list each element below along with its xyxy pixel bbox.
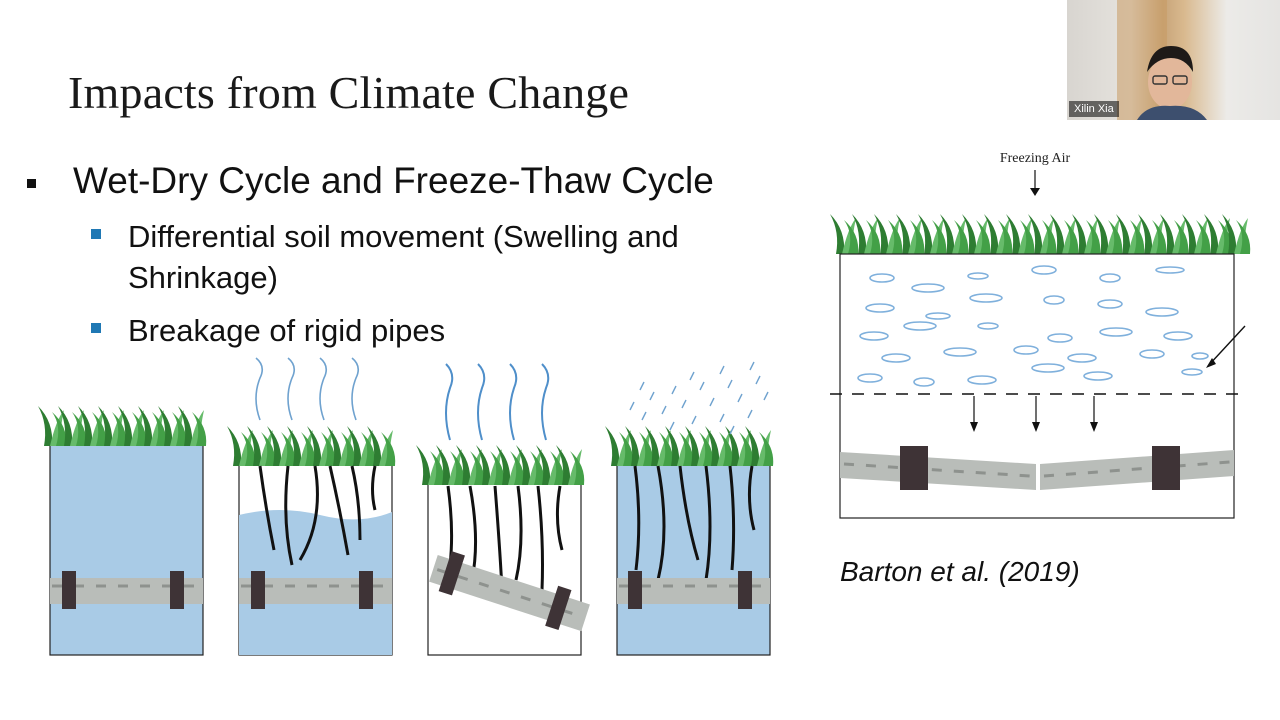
participant-video-tile[interactable]: Xilin Xia bbox=[1067, 0, 1280, 120]
arrow-down-icon bbox=[1030, 188, 1040, 196]
grass-strip bbox=[38, 406, 207, 446]
citation: Barton et al. (2019) bbox=[840, 556, 1080, 587]
evaporation-arrows bbox=[255, 357, 360, 421]
soil-panel-4-rewetting bbox=[605, 361, 774, 656]
soil-panel-1-saturated bbox=[38, 406, 207, 656]
sub-bullet-text: Breakage of rigid pipes bbox=[128, 313, 446, 348]
swelling-cracks bbox=[633, 465, 756, 581]
bullet-marker bbox=[27, 178, 36, 188]
sub-bullet-pipe-breakage: Breakage of rigid pipes bbox=[91, 310, 788, 351]
shrinkage-cracks bbox=[258, 465, 377, 566]
frost-arrows bbox=[970, 396, 1098, 432]
bullet-text: Wet-Dry Cycle and Freeze-Thaw Cycle bbox=[73, 160, 714, 201]
participant-name-label: Xilin Xia bbox=[1069, 101, 1119, 117]
slide-title: Impacts from Climate Change bbox=[68, 67, 630, 118]
evaporation-arrows bbox=[445, 363, 550, 441]
rain-lines bbox=[629, 361, 769, 435]
soil-panel-2-drying bbox=[227, 357, 396, 656]
soil-panel-3-pipe-break bbox=[416, 363, 590, 656]
sub-bullet-marker bbox=[91, 323, 101, 333]
sub-bullet-text: Differential soil movement (Swelling and… bbox=[128, 219, 679, 295]
freezing-air-label: Freezing Air bbox=[1000, 151, 1071, 166]
grass-strip bbox=[416, 445, 585, 485]
broken-pipe bbox=[840, 446, 1234, 490]
wet-dry-cycle-illustration bbox=[38, 357, 774, 656]
sub-bullet-soil-movement: Differential soil movement (Swelling and… bbox=[91, 216, 788, 298]
grass-strip bbox=[605, 426, 774, 466]
ice-lenses bbox=[857, 265, 1209, 387]
grass-strip bbox=[227, 426, 396, 466]
bullet-wet-dry-freeze-thaw: Wet-Dry Cycle and Freeze-Thaw Cycle bbox=[27, 160, 714, 202]
sub-bullet-marker bbox=[91, 229, 101, 239]
participant-avatar bbox=[1117, 0, 1207, 120]
pointer-arrow-icon bbox=[1206, 358, 1216, 368]
grass-strip bbox=[830, 214, 1251, 254]
freeze-thaw-illustration: Freezing Air bbox=[830, 151, 1251, 519]
